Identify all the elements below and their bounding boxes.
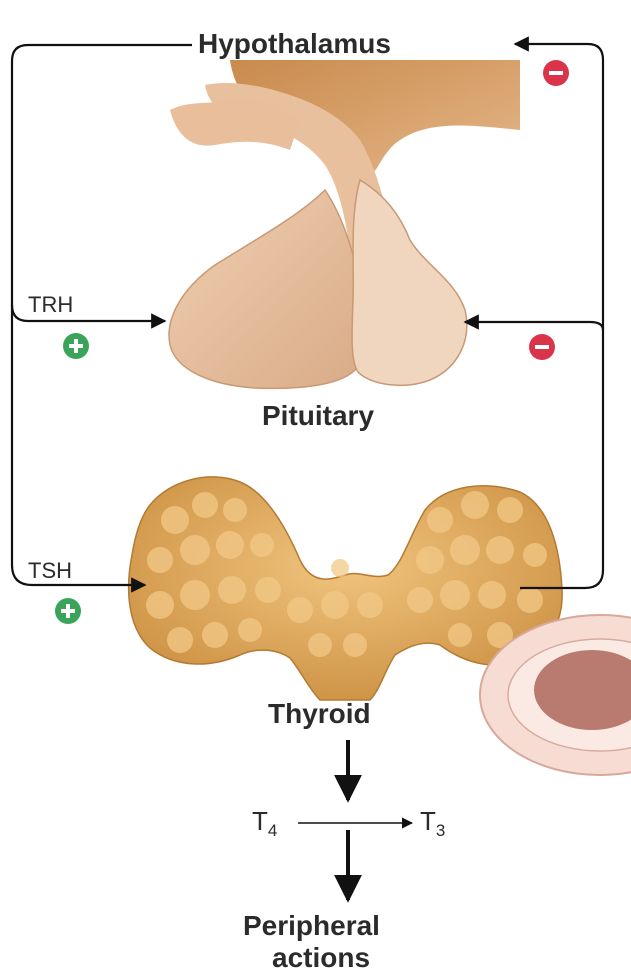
label-trh: TRH bbox=[28, 292, 73, 318]
label-t3-sub: 3 bbox=[436, 821, 445, 840]
label-t3-base: T bbox=[420, 806, 436, 836]
stimulatory-sign-tsh bbox=[55, 598, 81, 624]
label-thyroid: Thyroid bbox=[268, 698, 371, 730]
label-peripheral-actions-line2: actions bbox=[272, 942, 370, 974]
inhibitory-sign-hypothalamus bbox=[543, 60, 569, 86]
label-t4-sub: 4 bbox=[268, 821, 277, 840]
label-t3: T3 bbox=[420, 806, 445, 841]
inhibitory-sign-pituitary bbox=[529, 334, 555, 360]
label-pituitary: Pituitary bbox=[262, 400, 374, 432]
label-tsh: TSH bbox=[28, 558, 72, 584]
anterior-pituitary-lobe bbox=[169, 190, 364, 388]
label-t4: T4 bbox=[252, 806, 277, 841]
label-peripheral-actions-line1: Peripheral bbox=[243, 910, 380, 942]
label-t4-base: T bbox=[252, 806, 268, 836]
stimulatory-sign-trh bbox=[63, 333, 89, 359]
label-hypothalamus: Hypothalamus bbox=[198, 28, 391, 60]
pituitary-feedback-arrow bbox=[465, 322, 603, 330]
posterior-pituitary-lobe bbox=[352, 180, 467, 385]
